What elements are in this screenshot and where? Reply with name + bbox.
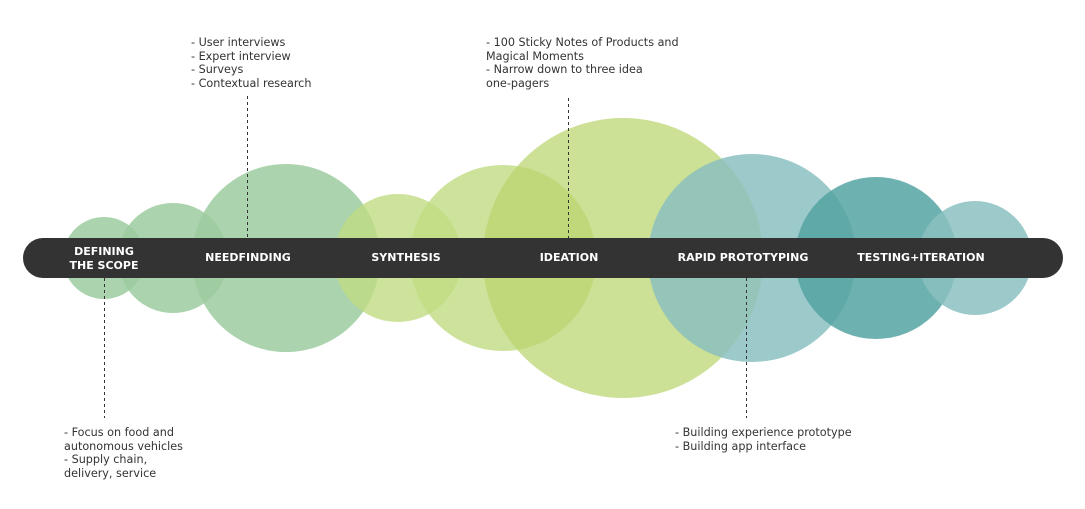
- note-line: Magical Moments: [486, 49, 584, 63]
- note-line: - User interviews: [191, 36, 286, 49]
- stage-label-testing: TESTING+ITERATION: [857, 251, 984, 265]
- stage-label-line: IDEATION: [539, 251, 599, 264]
- leader-lines: [104, 96, 747, 418]
- note-line: - 100 Sticky Notes of Products and: [486, 36, 679, 49]
- note-needfinding: - User interviews - Expert interview - S…: [191, 36, 311, 90]
- note-line: - Contextual research: [191, 76, 312, 90]
- stage-label-needfinding: NEEDFINDING: [205, 251, 291, 265]
- note-line: - Narrow down to three idea: [486, 63, 643, 77]
- stage-label-line: RAPID PROTOTYPING: [677, 251, 809, 264]
- note-prototyping: - Building experience prototype - Buildi…: [675, 426, 852, 453]
- stage-label-synthesis: SYNTHESIS: [371, 251, 440, 265]
- stage-label-line: DEFINING: [74, 245, 134, 258]
- note-line: one-pagers: [486, 76, 550, 90]
- note-line: - Building app interface: [675, 439, 807, 453]
- stage-label-scope: DEFINING THE SCOPE: [70, 245, 139, 272]
- note-scope: - Focus on food and autonomous vehicles …: [64, 426, 183, 480]
- note-line: - Building experience prototype: [675, 426, 852, 439]
- note-line: - Surveys: [191, 63, 244, 77]
- timeline-bar: [23, 238, 1063, 278]
- note-line: - Focus on food and: [64, 426, 174, 439]
- stage-label-line: THE SCOPE: [69, 258, 139, 272]
- note-line: - Supply chain,: [64, 453, 148, 467]
- stage-label-prototyping: RAPID PROTOTYPING: [678, 251, 809, 265]
- stage-label-line: NEEDFINDING: [205, 251, 291, 264]
- note-ideation: - 100 Sticky Notes of Products and Magic…: [486, 36, 679, 90]
- note-line: autonomous vehicles: [64, 439, 184, 453]
- note-line: - Expert interview: [191, 49, 291, 63]
- note-line: delivery, service: [64, 466, 157, 480]
- stage-label-line: TESTING+ITERATION: [857, 251, 985, 264]
- stage-label-line: SYNTHESIS: [371, 251, 441, 264]
- stage-label-ideation: IDEATION: [540, 251, 599, 265]
